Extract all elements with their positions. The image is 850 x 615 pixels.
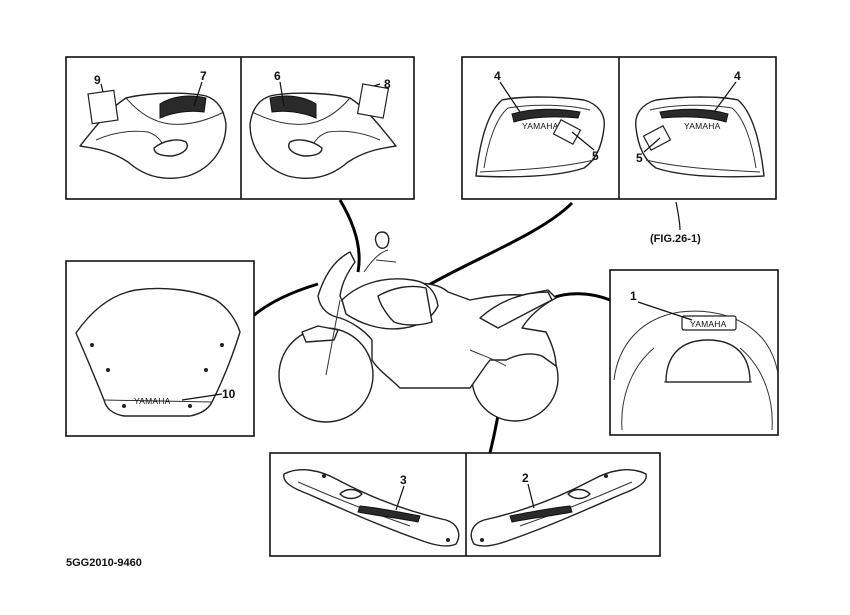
leader-5-right xyxy=(643,137,661,153)
decal-9 xyxy=(87,89,119,125)
leader-10 xyxy=(181,393,223,401)
connector-front-cowl xyxy=(338,199,361,273)
callout-1: 1 xyxy=(630,289,637,303)
connector-windscreen xyxy=(252,282,319,318)
tank-cover-right: YAMAHA xyxy=(635,96,765,178)
leader-9 xyxy=(100,83,104,93)
decal-8 xyxy=(356,83,390,119)
side-cowl xyxy=(377,285,433,326)
rear-seat-cowl xyxy=(479,291,553,329)
front-cowl-left xyxy=(79,89,227,179)
callout-4-left: 4 xyxy=(494,69,501,83)
leader-5-left xyxy=(571,131,595,151)
screw-hole xyxy=(122,404,126,408)
callout-7: 7 xyxy=(200,69,207,83)
motorcycle-silhouette xyxy=(278,231,559,423)
callout-9: 9 xyxy=(94,73,101,87)
yamaha-logo-tank-left: YAMAHA xyxy=(522,121,559,131)
front-cowl-right xyxy=(249,83,397,179)
callout-3: 3 xyxy=(400,473,407,487)
decal-5-left xyxy=(552,118,582,146)
leader-1 xyxy=(637,301,693,321)
bolt-hole xyxy=(446,538,450,542)
yamaha-logo-windscreen: YAMAHA xyxy=(134,396,171,406)
connector-seat xyxy=(551,292,611,302)
chain-guard xyxy=(469,349,507,367)
mirror xyxy=(374,231,390,249)
windscreen: YAMAHA xyxy=(75,287,241,417)
leader-4-left xyxy=(499,81,521,113)
leader-7 xyxy=(193,81,203,107)
yamaha-logo-seat: YAMAHA xyxy=(690,319,727,329)
drawing-code: 5GG2010-9460 xyxy=(66,557,142,569)
bolt-hole xyxy=(604,474,608,478)
handlebar xyxy=(363,249,397,273)
leader-3 xyxy=(395,485,405,511)
decal-5-right xyxy=(642,124,672,152)
connector-tank-cover xyxy=(419,201,574,292)
callout-8: 8 xyxy=(384,77,391,91)
screw-hole xyxy=(204,368,208,372)
bolt-hole xyxy=(480,538,484,542)
screw-hole xyxy=(220,343,224,347)
callout-5-right: 5 xyxy=(636,151,643,165)
leader-8 xyxy=(373,83,381,87)
decal-3 xyxy=(357,505,421,523)
callout-5-left: 5 xyxy=(592,149,599,163)
leader-2 xyxy=(527,483,535,509)
callout-4-right: 4 xyxy=(734,69,741,83)
figure-reference: (FIG.26-1) xyxy=(650,233,701,245)
decal-2 xyxy=(509,505,573,523)
side-cover-right xyxy=(470,469,647,547)
callout-2: 2 xyxy=(522,471,529,485)
bolt-hole xyxy=(322,474,326,478)
tdm-logo-right xyxy=(269,95,317,119)
callout-6: 6 xyxy=(274,69,281,83)
panel-side-cover xyxy=(269,452,661,557)
seat-view: YAMAHA xyxy=(613,310,779,431)
leader-4-right xyxy=(713,81,737,113)
front-fender xyxy=(301,325,339,343)
yamaha-logo-tank-right: YAMAHA xyxy=(684,121,721,131)
leader-6 xyxy=(279,81,285,107)
tdm-logo-left xyxy=(159,95,207,119)
leader-fig-ref xyxy=(675,201,681,231)
screw-hole xyxy=(188,404,192,408)
tank-cover-left: YAMAHA xyxy=(475,96,605,178)
fork xyxy=(325,299,341,376)
decal-1 xyxy=(681,315,737,331)
screw-hole xyxy=(106,368,110,372)
side-cover-left xyxy=(283,469,460,547)
screw-hole xyxy=(90,343,94,347)
callout-10: 10 xyxy=(222,387,236,401)
